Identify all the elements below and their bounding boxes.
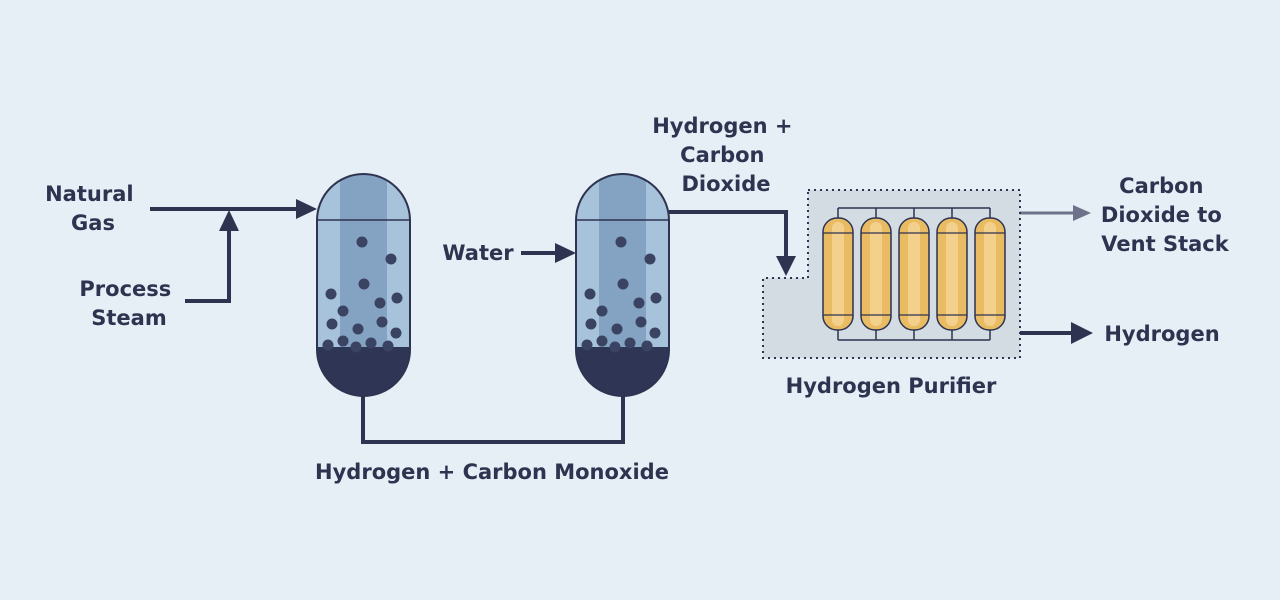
bubbles-2 bbox=[581, 236, 662, 353]
hydrogen-carbon-monoxide-line bbox=[361, 394, 625, 444]
hydrogen-output-label: Hydrogen bbox=[1104, 322, 1219, 346]
water-arrowhead bbox=[555, 243, 576, 263]
hydrogen-purifier-unit bbox=[762, 189, 1021, 359]
hydrogen-carbon-dioxide-line bbox=[669, 210, 788, 258]
hydrogen-out-arrowhead bbox=[1071, 322, 1093, 344]
hydrogen-carbon-dioxide-label: Hydrogen + Carbon Dioxide bbox=[652, 114, 800, 196]
hydrogen-carbon-monoxide-label: Hydrogen + Carbon Monoxide bbox=[315, 460, 669, 484]
bubbles-1 bbox=[322, 236, 403, 353]
natural-gas-label: Natural Gas bbox=[45, 182, 141, 235]
hydrogen-purifier-label: Hydrogen Purifier bbox=[786, 374, 997, 398]
purifier-tank-2 bbox=[860, 217, 892, 331]
reactor-vessel-1 bbox=[316, 173, 411, 397]
reactor-vessel-2 bbox=[575, 173, 670, 397]
purifier-tank-1 bbox=[822, 217, 854, 331]
water-label: Water bbox=[442, 241, 514, 265]
hydrogen-carbon-dioxide-arrowhead bbox=[776, 256, 796, 276]
purifier-tank-5 bbox=[974, 217, 1006, 331]
process-steam-arrowhead bbox=[219, 210, 239, 231]
natural-gas-arrowhead bbox=[296, 199, 317, 219]
carbon-dioxide-vent-label: Carbon Dioxide to Vent Stack bbox=[1101, 174, 1230, 256]
purifier-tank-3 bbox=[898, 217, 930, 331]
process-steam-line bbox=[185, 228, 231, 303]
purifier-tank-4 bbox=[936, 217, 968, 331]
vent-arrowhead bbox=[1073, 205, 1091, 221]
process-steam-label: Process Steam bbox=[79, 277, 178, 330]
